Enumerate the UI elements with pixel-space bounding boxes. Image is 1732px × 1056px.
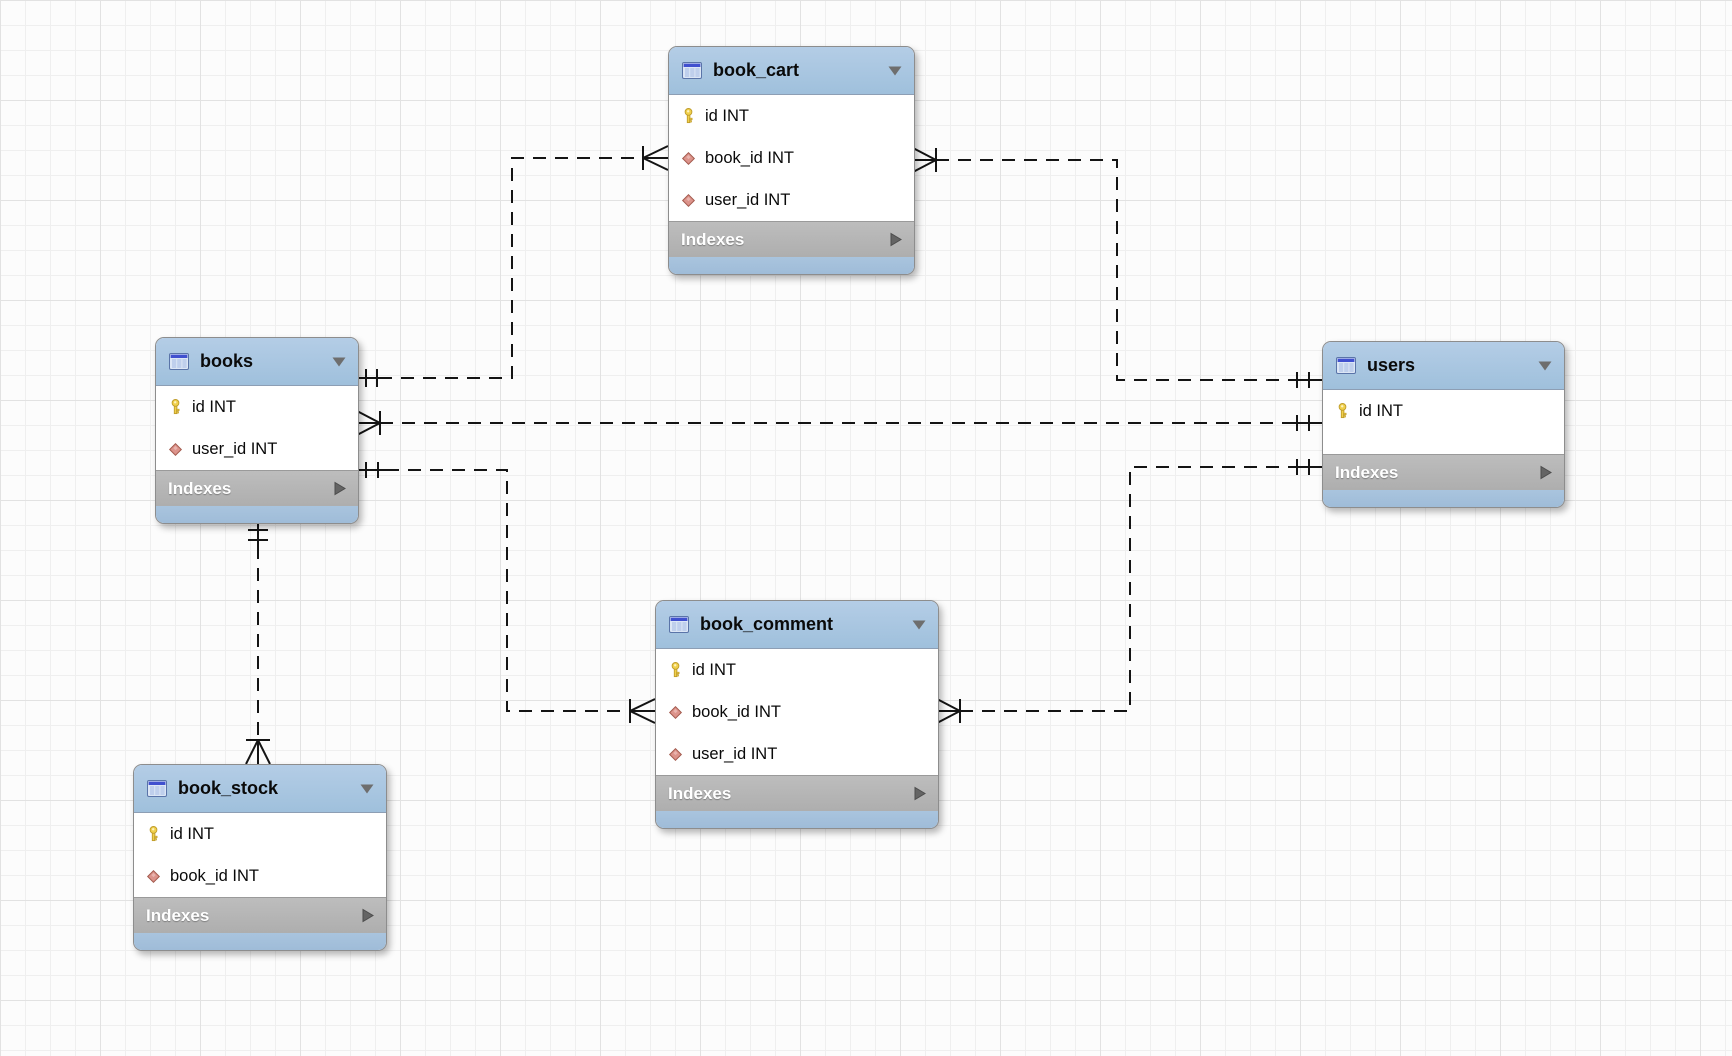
table-header[interactable]: book_cart <box>669 47 914 95</box>
table-footer <box>1323 490 1564 507</box>
expand-arrow-icon[interactable] <box>334 481 346 496</box>
foreign-key-icon <box>146 869 161 884</box>
indexes-label: Indexes <box>681 229 745 249</box>
expand-arrow-icon[interactable] <box>890 232 902 247</box>
collapse-arrow-icon[interactable] <box>332 357 346 367</box>
relationship-books-book_cart[interactable] <box>357 145 669 387</box>
expand-arrow-icon[interactable] <box>914 786 926 801</box>
primary-key-icon <box>681 108 696 124</box>
table-columns: id INT book_id INT <box>134 813 386 897</box>
indexes-label: Indexes <box>668 783 732 803</box>
column-row[interactable]: user_id INT <box>156 428 358 470</box>
indexes-section[interactable]: Indexes <box>156 470 358 506</box>
column-row[interactable]: id INT <box>669 95 914 137</box>
column-row[interactable]: user_id INT <box>656 733 938 775</box>
foreign-key-icon <box>681 151 696 166</box>
foreign-key-icon <box>168 442 183 457</box>
table-title: book_comment <box>700 614 834 634</box>
table-footer <box>669 257 914 274</box>
foreign-key-icon <box>681 193 696 208</box>
column-label: id INT <box>692 660 737 679</box>
table-book_cart[interactable]: book_cart id INT book_id INT <box>668 46 915 275</box>
table-title: books <box>200 351 254 371</box>
foreign-key-icon <box>668 747 683 762</box>
column-label: user_id INT <box>692 744 778 763</box>
column-label: id INT <box>1359 401 1404 420</box>
relationship-users-book_comment[interactable] <box>936 459 1322 724</box>
table-header[interactable]: book_stock <box>134 765 386 813</box>
table-icon <box>668 615 691 635</box>
table-header[interactable]: users <box>1323 342 1564 390</box>
column-label: book_id INT <box>705 148 794 167</box>
relationship-books-book_comment[interactable] <box>357 462 656 724</box>
indexes-section[interactable]: Indexes <box>669 221 914 257</box>
table-icon <box>146 779 169 799</box>
relationship-users-books[interactable] <box>356 410 1322 436</box>
column-row[interactable]: id INT <box>134 813 386 855</box>
column-row[interactable]: id INT <box>656 649 938 691</box>
indexes-section[interactable]: Indexes <box>134 897 386 933</box>
table-users[interactable]: users id INT Indexes <box>1322 341 1565 508</box>
column-label: user_id INT <box>705 190 791 209</box>
primary-key-icon <box>1335 403 1350 419</box>
column-row[interactable]: book_id INT <box>669 137 914 179</box>
column-label: id INT <box>705 106 750 125</box>
foreign-key-icon <box>668 705 683 720</box>
expand-arrow-icon[interactable] <box>362 908 374 923</box>
column-label: book_id INT <box>170 866 259 885</box>
column-label: book_id INT <box>692 702 781 721</box>
table-title: users <box>1367 355 1416 375</box>
indexes-label: Indexes <box>1335 462 1399 482</box>
table-columns: id INT <box>1323 390 1564 454</box>
column-label: id INT <box>170 824 215 843</box>
indexes-section[interactable]: Indexes <box>1323 454 1564 490</box>
primary-key-icon <box>668 662 683 678</box>
table-book_stock[interactable]: book_stock id INT book_id INT Indexes <box>133 764 387 951</box>
table-header[interactable]: book_comment <box>656 601 938 649</box>
table-icon <box>681 61 704 81</box>
column-row[interactable]: book_id INT <box>134 855 386 897</box>
indexes-section[interactable]: Indexes <box>656 775 938 811</box>
collapse-arrow-icon[interactable] <box>912 620 926 630</box>
collapse-arrow-icon[interactable] <box>360 784 374 794</box>
table-title: book_cart <box>713 60 800 80</box>
collapse-arrow-icon[interactable] <box>1538 361 1552 371</box>
expand-arrow-icon[interactable] <box>1540 465 1552 480</box>
table-footer <box>134 933 386 950</box>
table-columns: id INT book_id INT user_id INT <box>669 95 914 221</box>
column-label: id INT <box>192 397 237 416</box>
relationship-books-book_stock[interactable] <box>245 522 271 765</box>
column-label: user_id INT <box>192 439 278 458</box>
table-header[interactable]: books <box>156 338 358 386</box>
table-footer <box>156 506 358 523</box>
primary-key-icon <box>168 399 183 415</box>
table-title: book_stock <box>178 778 279 798</box>
table-columns: id INT book_id INT user_id INT <box>656 649 938 775</box>
column-row[interactable]: user_id INT <box>669 179 914 221</box>
table-icon <box>168 352 191 372</box>
indexes-label: Indexes <box>146 905 210 925</box>
table-columns: id INT user_id INT <box>156 386 358 470</box>
table-footer <box>656 811 938 828</box>
table-books[interactable]: books id INT user_id INT Indexes <box>155 337 359 524</box>
table-icon <box>1335 356 1358 376</box>
primary-key-icon <box>146 826 161 842</box>
column-row[interactable]: book_id INT <box>656 691 938 733</box>
collapse-arrow-icon[interactable] <box>888 66 902 76</box>
column-row[interactable]: id INT <box>1323 390 1564 432</box>
relationship-users-book_cart[interactable] <box>912 147 1322 388</box>
column-row[interactable]: id INT <box>156 386 358 428</box>
table-book_comment[interactable]: book_comment id INT book_id INT <box>655 600 939 829</box>
indexes-label: Indexes <box>168 478 232 498</box>
